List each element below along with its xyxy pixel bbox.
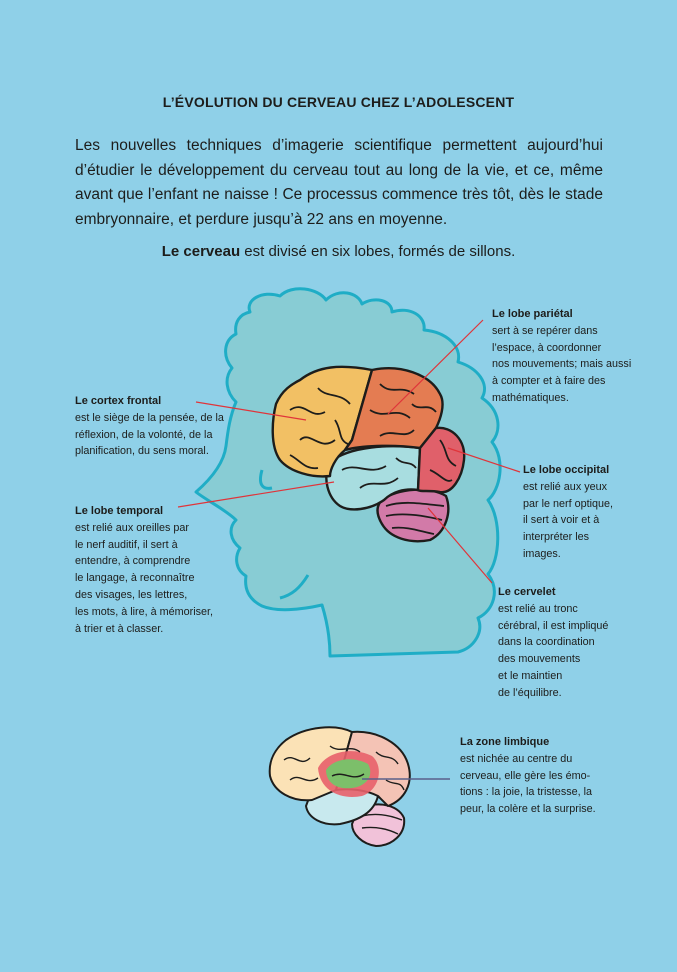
occipital-lobe [416, 426, 466, 494]
label-cervelet-title: Le cervelet [498, 586, 556, 598]
label-parietal-body: sert à se repérer dans l’espace, à coord… [492, 324, 632, 404]
label-limbique: La zone limbique est nichée au centre du… [460, 734, 596, 818]
label-occipital-body: est relié aux yeux par le nerf optique, … [523, 480, 614, 560]
subtitle: Le cerveau est divisé en six lobes, form… [0, 243, 677, 260]
label-cervelet: Le cervelet est relié au tronc cérébral,… [498, 584, 608, 702]
pointer-lines [177, 319, 521, 584]
label-temporal-body: est relié aux oreilles par le nerf audit… [75, 521, 213, 635]
label-frontal-title: Le cortex frontal [75, 395, 162, 407]
main-brain [271, 365, 466, 543]
label-occipital: Le lobe occipital est relié aux yeux par… [523, 462, 613, 563]
intro-paragraph: Les nouvelles techniques d’imagerie scie… [75, 137, 603, 228]
label-temporal: Le lobe temporal est relié aux oreilles … [75, 503, 213, 637]
label-occipital-title: Le lobe occipital [523, 464, 610, 476]
pointer-cervelet [427, 507, 493, 584]
label-cervelet-body: est relié au tronc cérébral, il est impl… [498, 602, 609, 699]
pointer-temporal [177, 481, 335, 508]
label-frontal: Le cortex frontal est le siège de la pen… [75, 393, 224, 460]
label-parietal: Le lobe pariétal sert à se repérer dans … [492, 306, 631, 407]
label-frontal-body: est le siège de la pensée, de la réflexi… [75, 411, 224, 458]
limbic-zone-green [326, 759, 371, 789]
pointer-occipital [447, 447, 521, 473]
label-limbique-body: est nichée au centre du cerveau, elle gè… [460, 752, 596, 816]
label-limbique-title: La zone limbique [460, 736, 550, 748]
label-temporal-title: Le lobe temporal [75, 505, 164, 517]
frontal-lobe [271, 365, 374, 478]
pointer-frontal [195, 401, 307, 421]
subtitle-rest: est divisé en six lobes, formés de sillo… [240, 243, 516, 260]
limbic-brain [268, 726, 411, 847]
label-parietal-title: Le lobe pariétal [492, 308, 573, 320]
pointer-parietal [387, 319, 484, 415]
ear-line [258, 469, 273, 490]
jaw-line [279, 574, 310, 600]
page-title: L’ÉVOLUTION DU CERVEAU CHEZ L’ADOLESCENT [162, 94, 515, 110]
subtitle-bold: Le cerveau [161, 243, 241, 260]
